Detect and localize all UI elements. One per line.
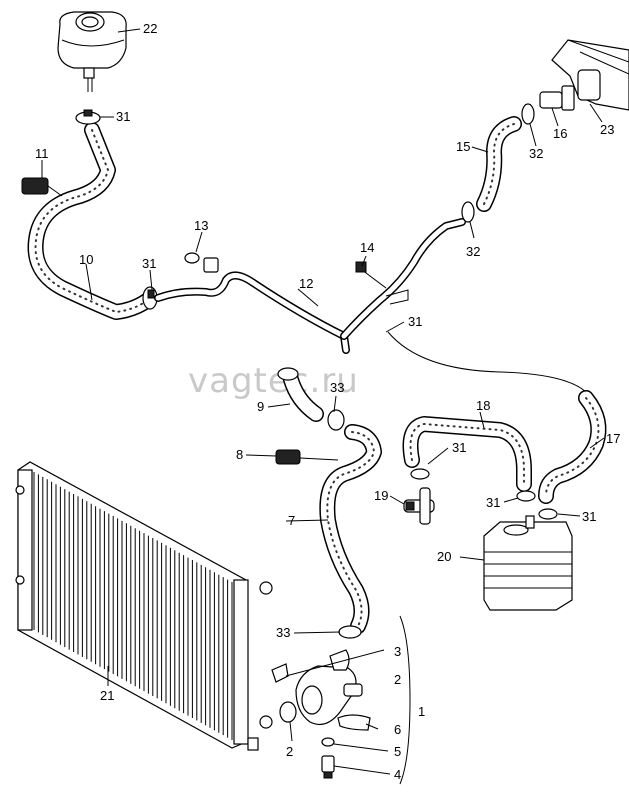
callout-13: 13	[194, 218, 208, 233]
hose-clip	[327, 409, 345, 431]
o-ring-2	[279, 701, 297, 723]
coolant-hose-7	[319, 424, 382, 634]
hose-clip	[521, 103, 535, 125]
leader-path	[387, 331, 587, 393]
seal-3	[271, 663, 289, 683]
callout-15: 15	[456, 139, 470, 154]
engine-housing-23	[551, 39, 629, 111]
callout-33: 33	[276, 625, 290, 640]
callout-23: 23	[600, 122, 614, 137]
callout-31: 31	[486, 495, 500, 510]
callout-21: 21	[100, 688, 114, 703]
callout-20: 20	[437, 549, 451, 564]
oil-cooler-20	[483, 515, 573, 611]
hose-clip	[516, 490, 536, 502]
hose-clip	[338, 625, 362, 639]
callout-labels: 22 31 11 10 31 13 12 14 31 15 32 16 23 3…	[35, 21, 620, 782]
callout-33: 33	[330, 380, 344, 395]
group-bracket-1	[399, 615, 411, 785]
callout-17: 17	[606, 431, 620, 446]
connector-11	[21, 177, 63, 197]
sensor-8	[275, 449, 339, 465]
pipe-9	[277, 367, 324, 422]
bolt-14	[355, 261, 387, 289]
callout-31: 31	[408, 314, 422, 329]
callout-6: 6	[394, 722, 401, 737]
callout-31: 31	[142, 256, 156, 271]
callout-32: 32	[466, 244, 480, 259]
callout-31: 31	[452, 440, 466, 455]
callout-14: 14	[360, 240, 374, 255]
expansion-tank	[57, 11, 127, 92]
callout-32: 32	[529, 146, 543, 161]
callout-16: 16	[553, 126, 567, 141]
callout-7: 7	[288, 513, 295, 528]
leader-lines	[41, 28, 605, 775]
callout-2: 2	[286, 744, 293, 759]
watermark-text: vagtec.ru	[188, 361, 359, 401]
callout-18: 18	[476, 398, 490, 413]
callout-31: 31	[116, 109, 130, 124]
callout-4: 4	[394, 767, 401, 782]
seal-5	[321, 737, 335, 747]
callout-12: 12	[299, 276, 313, 291]
coolant-flange-1	[295, 649, 363, 725]
t-piece-19	[403, 487, 435, 525]
hose-clip	[538, 508, 558, 520]
hose-clip	[75, 109, 101, 125]
callout-3: 3	[394, 644, 401, 659]
hose-clip	[410, 468, 430, 480]
clip-6	[337, 714, 371, 731]
callout-19: 19	[374, 488, 388, 503]
hose-clip	[461, 201, 475, 223]
callout-2: 2	[394, 672, 401, 687]
coolant-hose-15	[476, 116, 522, 212]
callout-8: 8	[236, 447, 243, 462]
coolant-hose-10	[27, 122, 156, 320]
flange-16	[539, 85, 575, 111]
o-ring-13	[184, 252, 200, 264]
callout-22: 22	[143, 21, 157, 36]
coolant-pipe-12	[154, 218, 466, 354]
callout-10: 10	[79, 252, 93, 267]
callout-9: 9	[257, 399, 264, 414]
radiator-21	[15, 461, 273, 751]
callout-5: 5	[394, 744, 401, 759]
callout-1: 1	[418, 704, 425, 719]
sender-4	[321, 755, 335, 779]
callout-31: 31	[582, 509, 596, 524]
coolant-hose-17	[538, 390, 607, 504]
coolant-hose-18	[402, 416, 532, 492]
callout-11: 11	[35, 146, 49, 161]
